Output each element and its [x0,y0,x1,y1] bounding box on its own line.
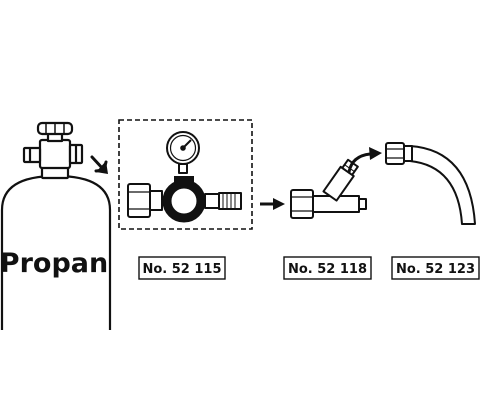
regulator-outlet [204,193,220,209]
svg-text:No. 52 118: No. 52 118 [288,262,367,277]
pressure-regulator [127,131,242,223]
propane-cylinder [0,121,112,330]
angled-connector [290,158,367,219]
arrow-head-icon [96,161,108,174]
hose-nut [385,142,405,165]
regulator-thread [218,192,242,210]
cylinder-label: Propan [0,248,108,279]
arrow-head-icon [273,198,285,210]
svg-text:No. 52 123: No. 52 123 [396,262,475,277]
regulator-inlet-nut [127,183,151,218]
curved-arrow-icon [347,152,372,174]
hose-body [409,145,476,225]
connector-nut [290,189,314,219]
part-label-52123: No. 52 123 [391,256,480,280]
svg-text:No. 52 115: No. 52 115 [142,262,221,277]
cylinder-valve-left-outlet [22,146,42,164]
gas-hose [385,142,476,225]
part-label-52118: No. 52 118 [283,256,372,280]
cylinder-valve-body [38,138,72,170]
arrow-head-icon [369,147,382,160]
regulator-body [162,179,206,223]
regulator-dashed-frame [118,119,253,230]
part-label-52115: No. 52 115 [138,256,226,280]
